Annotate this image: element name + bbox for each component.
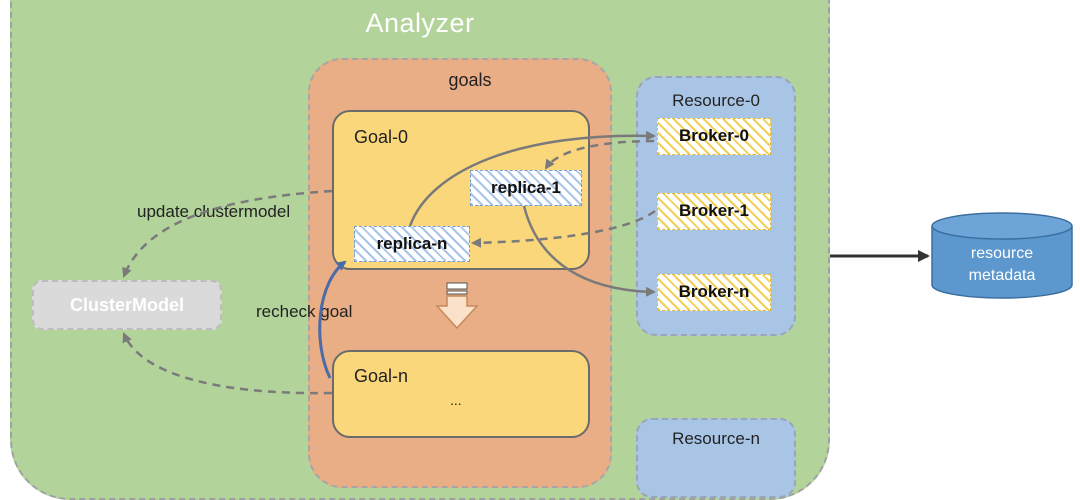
analyzer-title: Analyzer — [365, 8, 475, 38]
replica-1: replica-1 — [470, 170, 582, 206]
update-clustermodel-label: update clustermodel — [137, 202, 291, 221]
resource-metadata-label: resource metadata — [932, 243, 1072, 287]
goal-n-ellipsis: ... — [450, 392, 462, 408]
broker-1: Broker-1 — [657, 193, 771, 230]
goal-n-box — [332, 350, 590, 438]
broker-n: Broker-n — [657, 274, 771, 311]
replica-n: replica-n — [354, 226, 470, 262]
resource-n-label: Resource-n — [672, 429, 760, 448]
recheck-goal-label: recheck goal — [256, 302, 353, 321]
cluster-model-box: ClusterModel — [32, 280, 222, 330]
resource-metadata-line-2: metadata — [968, 267, 1036, 284]
goal-n-label: Goal-n — [354, 366, 409, 386]
goals-label: goals — [448, 70, 492, 90]
cluster-model-label: ClusterModel — [69, 294, 184, 315]
resource-metadata-line-1: resource — [970, 245, 1034, 262]
goal-0-label: Goal-0 — [354, 127, 409, 147]
resource-0-label: Resource-0 — [672, 91, 760, 110]
broker-0: Broker-0 — [657, 118, 771, 155]
